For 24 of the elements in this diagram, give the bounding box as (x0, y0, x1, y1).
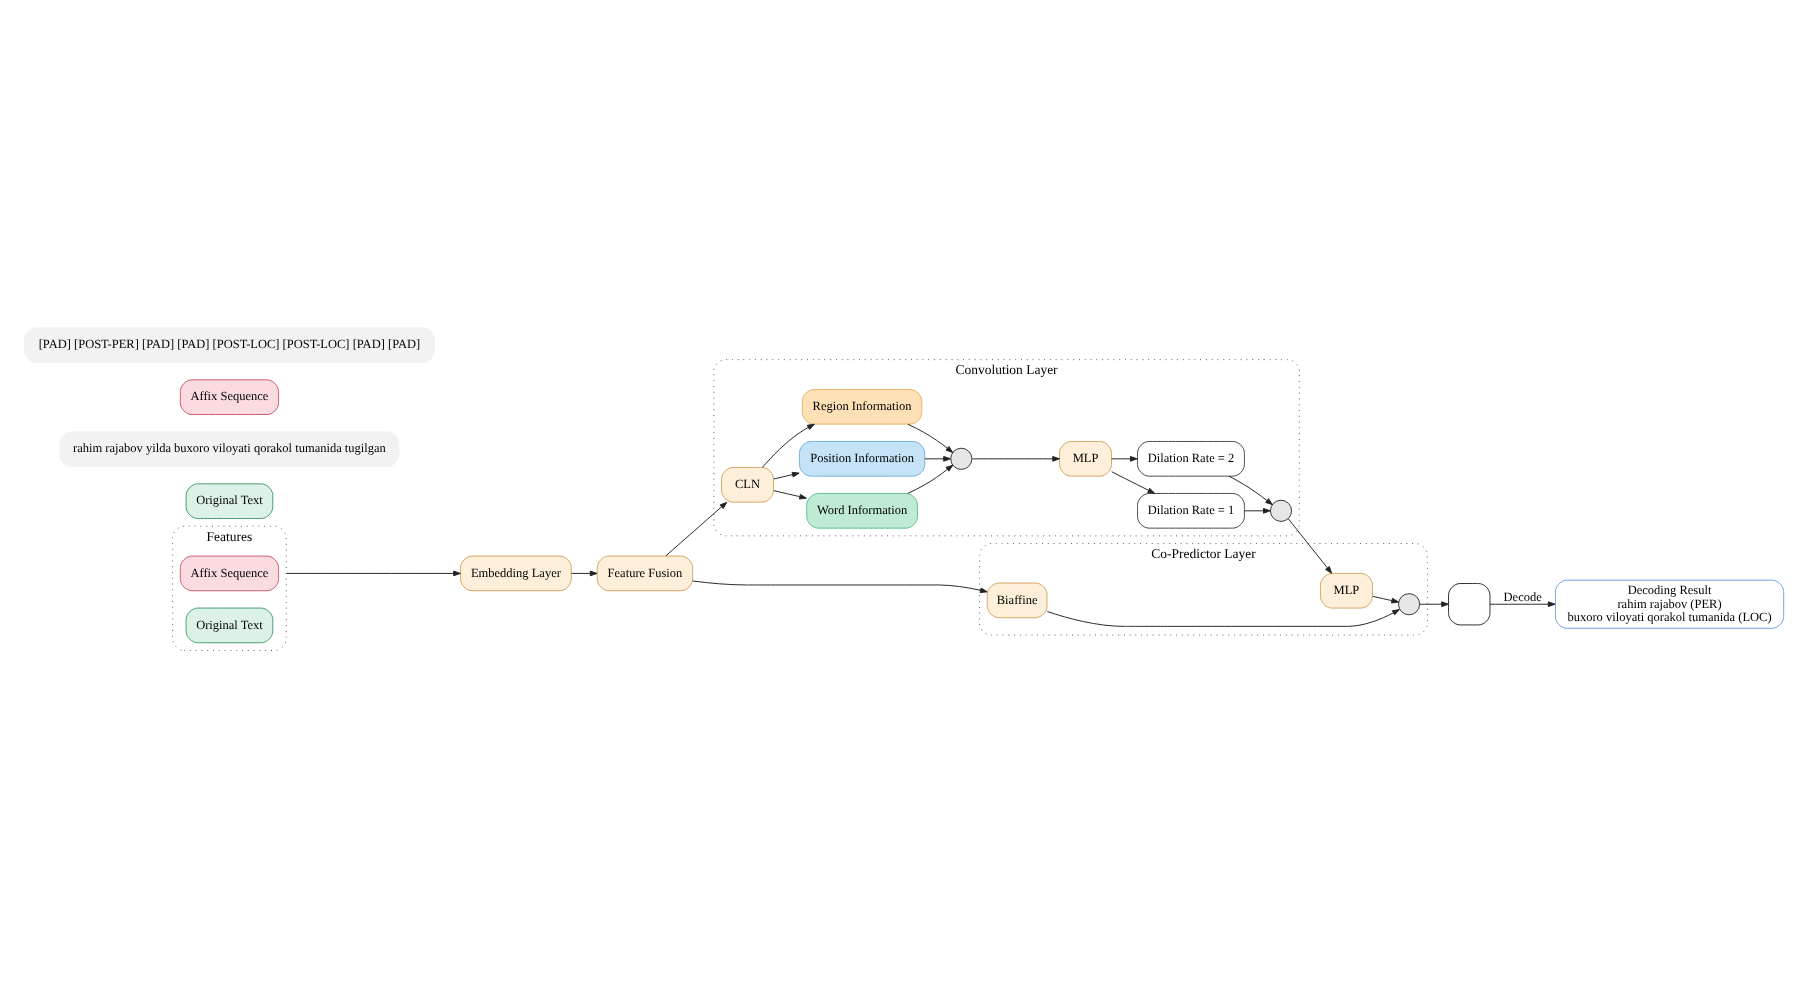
arrow (1372, 594, 1399, 603)
arrow (907, 422, 954, 452)
arrow (1111, 454, 1138, 461)
arrow (285, 569, 461, 576)
arrow (692, 579, 988, 593)
arrow (761, 422, 815, 467)
arrow (1046, 608, 1400, 626)
arrow (1419, 600, 1449, 607)
arrow (1228, 474, 1273, 505)
node-circle (1269, 498, 1293, 521)
arrow (1489, 600, 1556, 607)
arrow (907, 463, 954, 493)
node-circle (1398, 592, 1421, 615)
arrow (1111, 470, 1156, 493)
arrow (1287, 517, 1333, 573)
arrow (924, 454, 951, 461)
arrow (1244, 506, 1271, 513)
node-box (1448, 582, 1491, 625)
arrow (773, 489, 807, 499)
arrow (665, 500, 728, 556)
node-circle (950, 446, 973, 469)
arrow (773, 470, 800, 479)
arrow (571, 569, 598, 576)
arrow (971, 454, 1060, 461)
